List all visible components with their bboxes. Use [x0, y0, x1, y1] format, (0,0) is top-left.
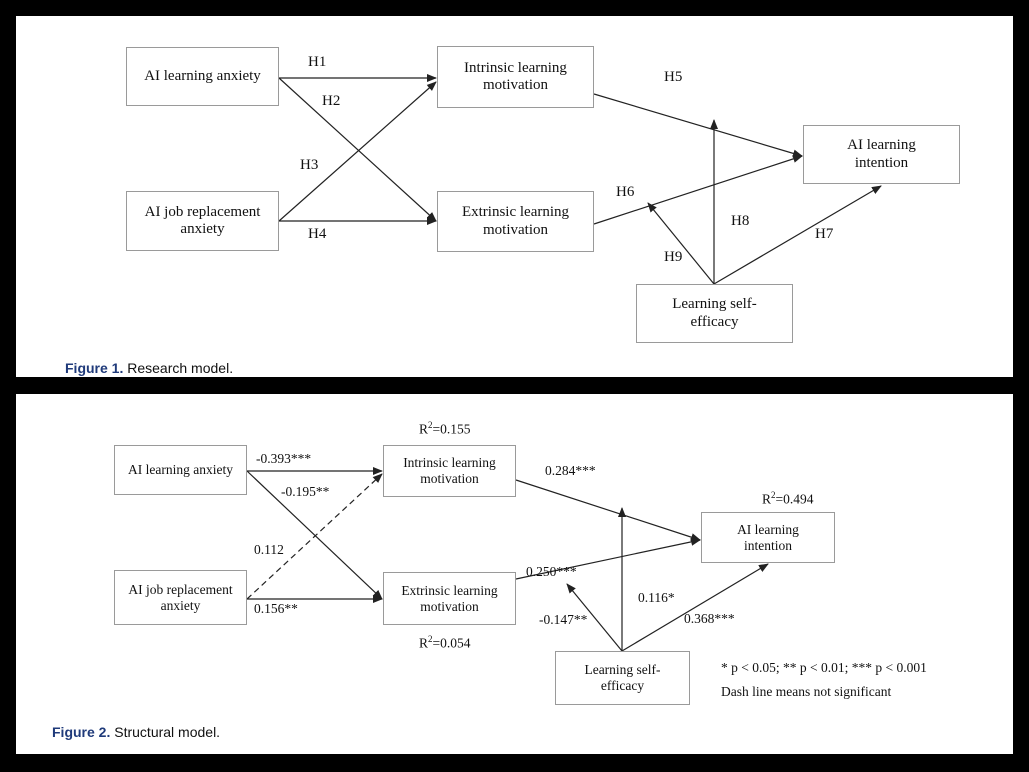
figure-1-caption: Figure 1. Research model. — [65, 360, 233, 376]
node-label: Learning self-efficacy — [672, 296, 757, 330]
r-squared-superscript: 2 — [428, 634, 433, 644]
h6-coefficient: 0.250*** — [526, 564, 577, 579]
h4-coefficient: 0.156** — [254, 601, 298, 616]
h3-coefficient: 0.112 — [254, 542, 284, 557]
h7-label: H7 — [815, 226, 834, 242]
h1-coefficient: -0.393*** — [256, 451, 312, 466]
r-squared-superscript: 2 — [428, 420, 433, 430]
node-ai-learning-intention: AI learning intention — [803, 125, 960, 184]
node-ai-job-replacement-anxiety: AI job replacement anxiety — [126, 191, 279, 251]
figure-2-panel: AI learning anxiety AI job replacement a… — [16, 394, 1013, 754]
h5-label: H5 — [664, 69, 683, 85]
h8-label: H8 — [731, 213, 750, 229]
figure-1-panel: AI learning anxiety AI job replacement a… — [16, 16, 1013, 377]
figure-1-arrows — [278, 74, 882, 285]
r-squared-symbol: R — [762, 491, 772, 507]
figure-2-arrows — [246, 467, 769, 652]
node-intrinsic-learning-motivation: Intrinsic learning motivation — [437, 46, 594, 108]
r-squared-symbol: R — [419, 421, 429, 437]
node-label: Intrinsic learning motivation — [403, 455, 496, 486]
h4-label: H4 — [308, 226, 327, 242]
node-label: Intrinsic learning motivation — [464, 59, 567, 93]
node-label: Extrinsic learning motivation — [401, 582, 498, 614]
node-extrinsic-learning-motivation: Extrinsic learning motivation — [437, 191, 594, 252]
h9-arrow — [647, 202, 715, 285]
node-ai-job-replacement-anxiety: AI job replacement anxiety — [114, 570, 247, 625]
node-label: Learning self-efficacy — [584, 662, 661, 693]
caption-title: Structural model. — [114, 724, 221, 740]
h9-label: H9 — [664, 249, 683, 265]
h6-arrow — [593, 154, 803, 225]
h7-coefficient: 0.368*** — [684, 611, 735, 626]
node-ai-learning-anxiety: AI learning anxiety — [114, 445, 247, 495]
node-extrinsic-learning-motivation: Extrinsic learning motivation — [383, 572, 516, 625]
h5-arrow — [593, 93, 803, 158]
node-intrinsic-learning-motivation: Intrinsic learning motivation — [383, 445, 516, 497]
r-squared-value: =0.155 — [432, 421, 471, 437]
h3-label: H3 — [300, 157, 319, 173]
r-squared-intrinsic: R2=0.155 — [419, 420, 471, 438]
dash-line-legend: Dash line means not significant — [721, 684, 892, 699]
node-learning-self-efficacy: Learning self-efficacy — [555, 651, 690, 705]
node-label: AI learning intention — [737, 521, 799, 553]
h2-arrow — [278, 77, 437, 222]
r-squared-extrinsic: R2=0.054 — [419, 634, 471, 652]
h9-coefficient: -0.147** — [539, 612, 588, 627]
h2-coef-arrow — [246, 470, 383, 600]
h1-label: H1 — [308, 54, 327, 70]
node-label: AI job replacement anxiety — [144, 203, 261, 237]
r-squared-intention: R2=0.494 — [762, 490, 814, 508]
h7-coef-arrow — [621, 563, 769, 652]
r-squared-superscript: 2 — [771, 490, 776, 500]
h5-coefficient: 0.284*** — [545, 463, 596, 478]
h9-coef-arrow — [566, 583, 623, 652]
caption-figure-number: Figure 2. — [52, 724, 111, 740]
h2-label: H2 — [322, 93, 341, 109]
node-label: AI learning anxiety — [128, 462, 233, 478]
h5-coef-arrow — [515, 479, 701, 542]
node-label: AI job replacement anxiety — [128, 581, 233, 613]
node-learning-self-efficacy: Learning self-efficacy — [636, 284, 793, 343]
h6-label: H6 — [616, 184, 635, 200]
h8-coefficient: 0.116* — [638, 590, 675, 605]
h2-coefficient: -0.195** — [281, 484, 330, 499]
caption-figure-number: Figure 1. — [65, 360, 124, 376]
r-squared-symbol: R — [419, 635, 429, 651]
h3-coef-arrow-not-significant — [246, 473, 383, 600]
figure-2-caption: Figure 2. Structural model. — [52, 724, 220, 740]
h3-arrow — [278, 81, 437, 222]
node-ai-learning-anxiety: AI learning anxiety — [126, 47, 279, 106]
r-squared-value: =0.054 — [432, 635, 471, 651]
node-label: AI learning anxiety — [144, 67, 261, 84]
h6-coef-arrow — [515, 537, 701, 580]
node-label: Extrinsic learning motivation — [461, 204, 570, 238]
caption-title: Research model. — [127, 360, 234, 376]
node-ai-learning-intention: AI learning intention — [701, 512, 835, 563]
r-squared-value: =0.494 — [775, 491, 814, 507]
significance-legend: * p < 0.05; ** p < 0.01; *** p < 0.001 — [721, 660, 927, 675]
node-label: AI learning intention — [847, 137, 916, 171]
h7-arrow — [713, 185, 882, 285]
